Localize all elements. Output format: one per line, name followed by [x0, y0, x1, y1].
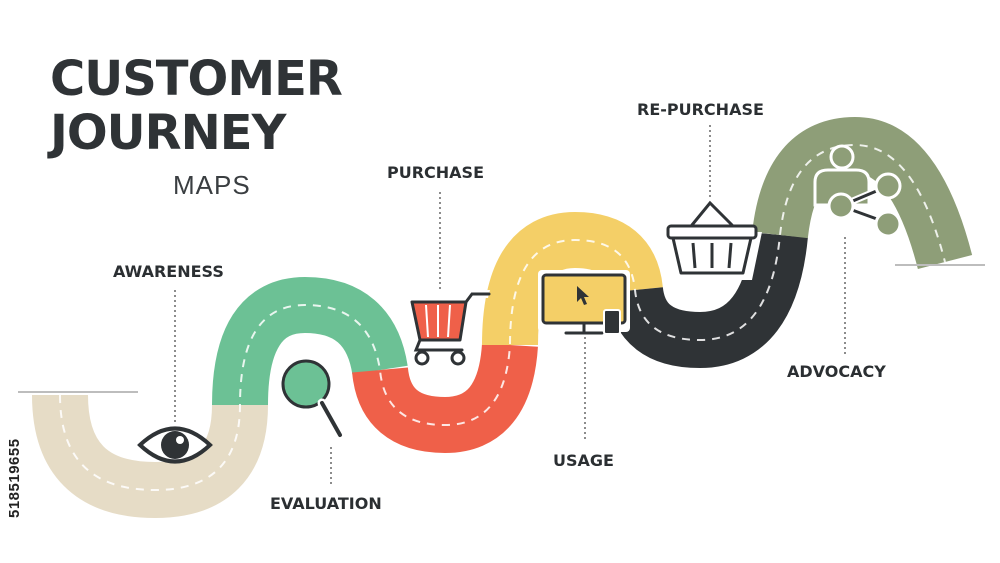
eye-icon [137, 426, 213, 464]
magnifier-icon [277, 355, 345, 440]
page-title: CUSTOMER JOURNEY [50, 51, 343, 161]
leader-lines [174, 125, 846, 485]
road-centre-line [59, 143, 946, 492]
stage-label-evaluation: EVALUATION [270, 494, 382, 513]
basket-icon [662, 197, 762, 280]
stock-image-id: 518519655 [6, 438, 23, 518]
share-user-icon [813, 144, 902, 238]
stage-label-repurchase: RE-PURCHASE [637, 100, 764, 119]
shopping-cart-icon [404, 290, 491, 366]
stage-label-advocacy: ADVOCACY [787, 362, 886, 381]
stage-label-purchase: PURCHASE [387, 163, 485, 182]
page-subtitle: MAPS [173, 170, 251, 200]
title-line-2: JOURNEY [50, 105, 286, 161]
title-line-1: CUSTOMER [50, 51, 343, 107]
computer-icon [538, 270, 630, 335]
stage-label-usage: USAGE [553, 451, 614, 470]
stage-label-awareness: AWARENESS [113, 262, 224, 281]
